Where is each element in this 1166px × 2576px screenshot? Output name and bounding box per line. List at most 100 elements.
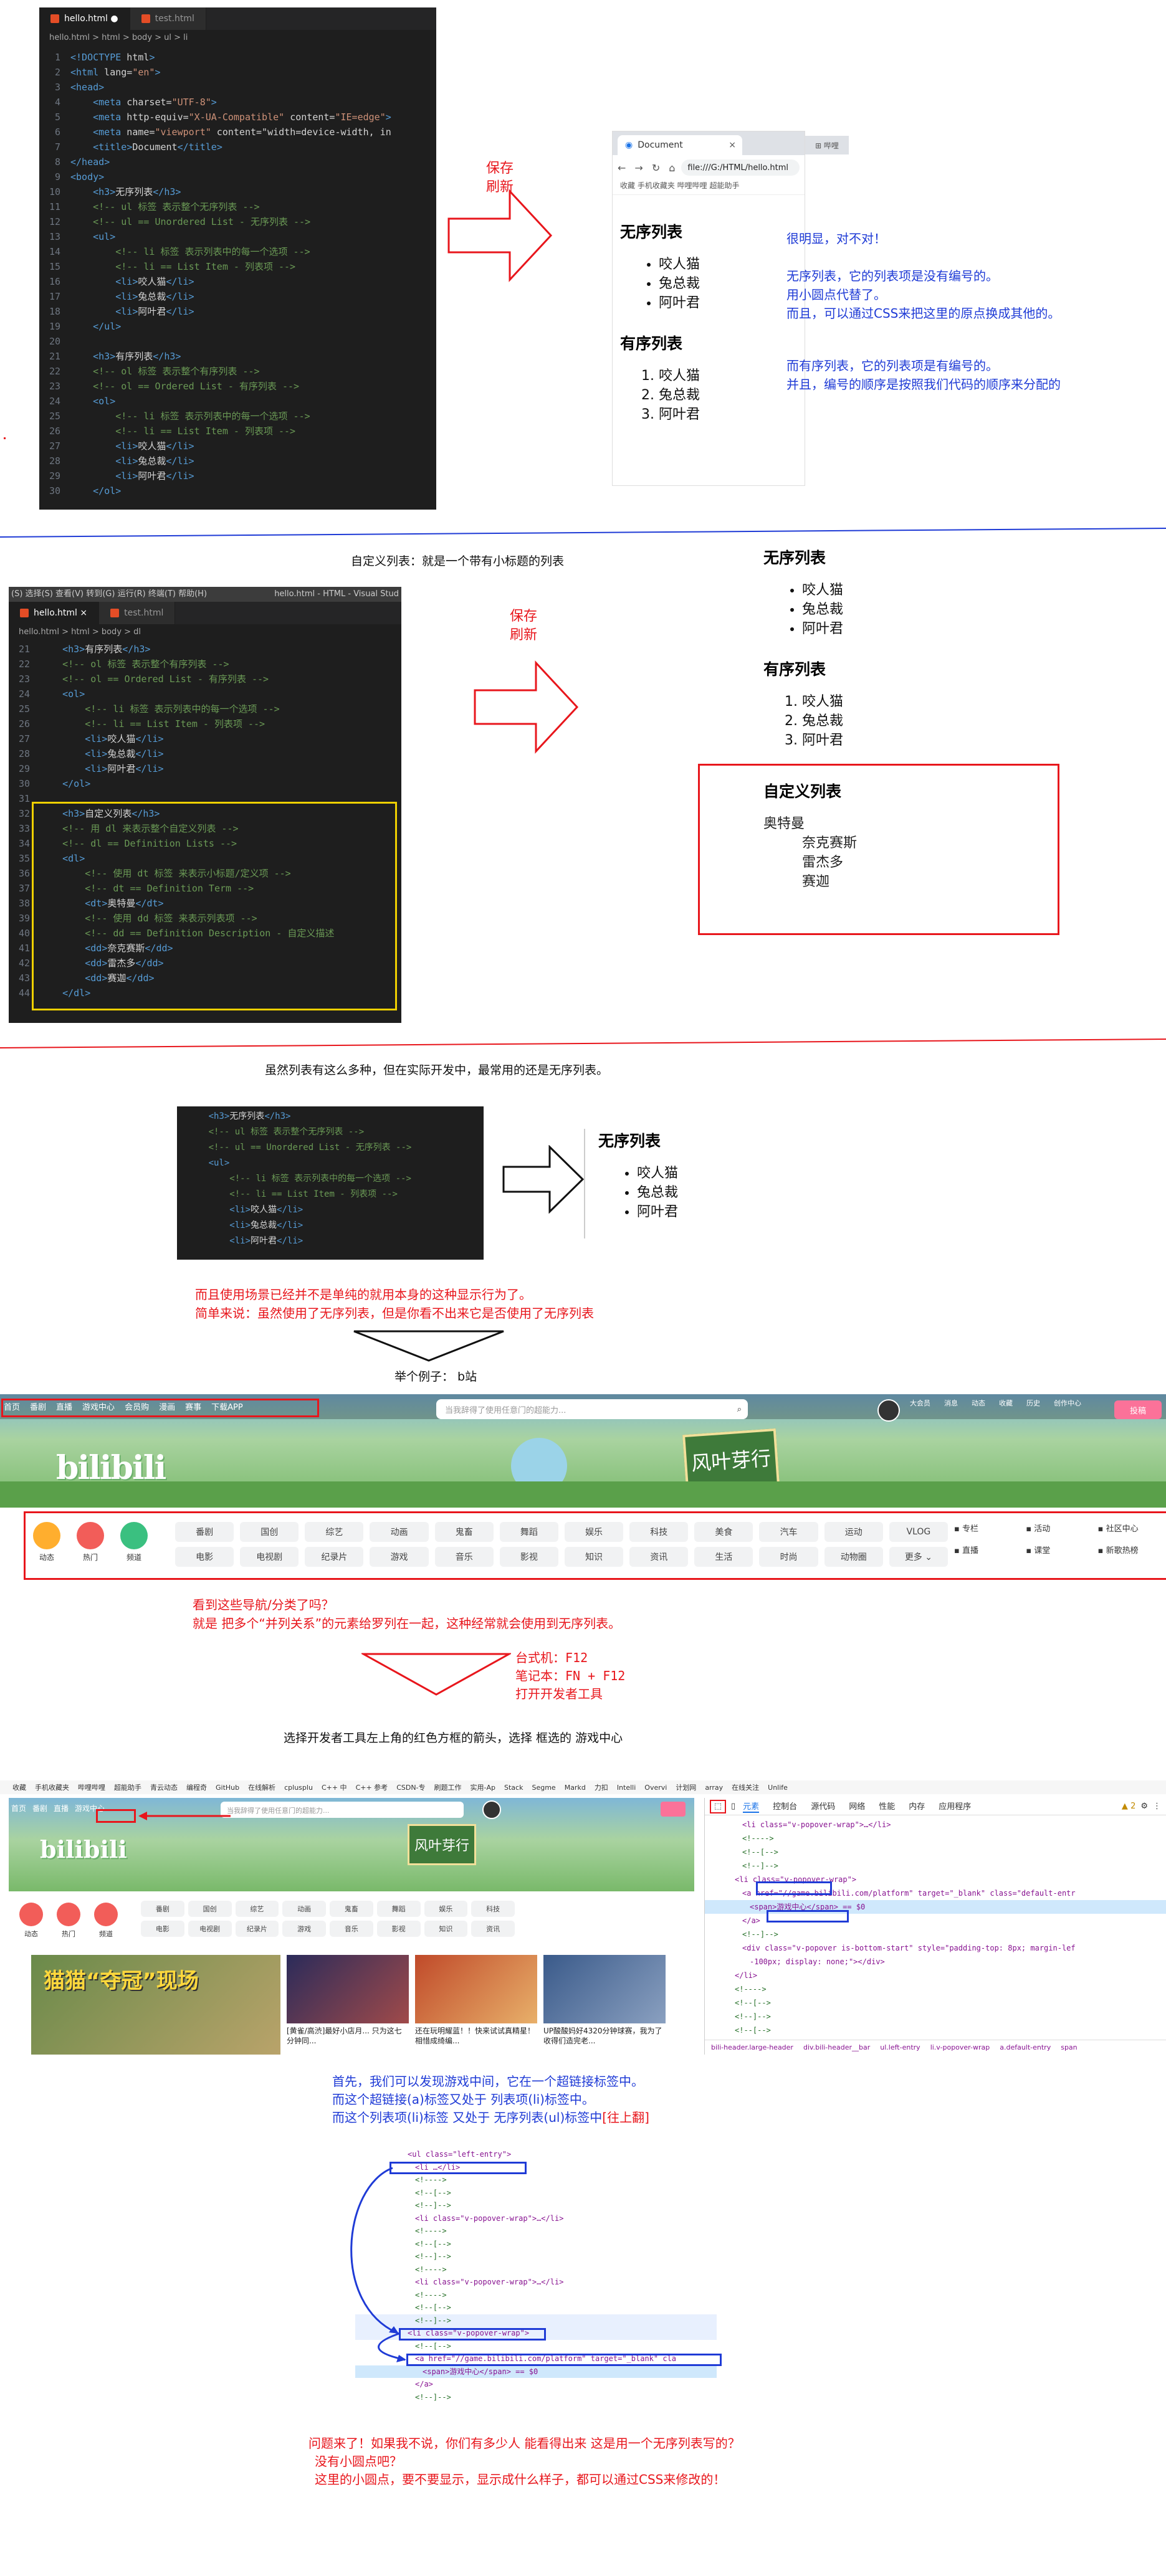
code-line[interactable]: 15 <!-- li == List Item - 列表项 --> — [39, 259, 436, 274]
code-line[interactable]: 24 <ol> — [39, 394, 436, 409]
code-line[interactable]: 26 <!-- li == List Item - 列表项 --> — [9, 716, 401, 731]
bookmark-item[interactable]: CSDN-专 — [396, 1784, 426, 1792]
back-icon[interactable]: ← — [618, 161, 626, 174]
channel-link[interactable]: ▪ 专栏 — [954, 1524, 978, 1534]
code-line[interactable]: 33 <!-- 用 dl 来表示整个自定义列表 --> — [9, 821, 401, 836]
code-line[interactable]: 32 <h3>自定义列表</h3> — [9, 806, 401, 821]
dom-node[interactable]: <ul class="left-entry"> — [408, 2150, 512, 2159]
channel-item[interactable]: 知识 — [424, 1921, 468, 1937]
dom-node[interactable]: <!--]--> — [415, 2392, 451, 2402]
bookmark-item[interactable]: 刷题工作 — [434, 1784, 462, 1792]
code-line[interactable]: 31 — [9, 791, 401, 806]
code-line[interactable]: <!-- li == List Item - 列表项 --> — [177, 1187, 484, 1202]
more-icon[interactable]: ⋮ — [1153, 1802, 1161, 1811]
channel-right[interactable]: ▪ 专栏▪ 活动▪ 社区中心▪ 直播▪ 课堂▪ 新歌热榜 — [954, 1522, 1166, 1556]
breadcrumb[interactable]: hello.html > html > body > ul > li — [39, 30, 436, 46]
tab-test-html[interactable]: test.html — [130, 7, 206, 30]
channel-item[interactable]: 运动 — [824, 1522, 883, 1542]
breadcrumb[interactable]: hello.html > html > body > dl — [9, 624, 401, 640]
code-line[interactable]: 23 <!-- ol == Ordered List - 有序列表 --> — [9, 672, 401, 687]
close-icon[interactable]: × — [729, 140, 736, 150]
inspect-icon[interactable]: ⬚ — [710, 1799, 726, 1813]
dom-node[interactable]: -100px; display: none;"></div> — [750, 1957, 885, 1966]
channel-item[interactable]: 纪录片 — [235, 1921, 279, 1937]
channel-entry[interactable]: 动态 — [32, 1522, 62, 1562]
bookmark-item[interactable]: Overvi — [644, 1783, 667, 1792]
code-line[interactable]: 30 </ol> — [39, 483, 436, 498]
dom-node[interactable]: </li> — [735, 1971, 758, 1980]
code-line[interactable]: 26 <!-- li == List Item - 列表项 --> — [39, 424, 436, 439]
code-line[interactable]: 9<body> — [39, 169, 436, 184]
bookmark-item[interactable]: C++ 中 — [321, 1784, 347, 1792]
channel-item[interactable]: 电视剧 — [240, 1547, 299, 1567]
code-line[interactable]: <li>兔总裁</li> — [177, 1218, 484, 1233]
devtools-tab[interactable]: 源代码 — [811, 1802, 836, 1812]
dom-node[interactable]: <li class="v-popover-wrap">…</li> — [415, 2213, 564, 2223]
dom-node[interactable]: <!----> — [415, 2227, 447, 2235]
channel-left[interactable]: 动态热门频道 — [17, 1903, 120, 1939]
code-line[interactable]: 12 <!-- ul == Unordered List - 无序列表 --> — [39, 214, 436, 229]
channel-item[interactable]: 游戏 — [282, 1921, 326, 1937]
channel-item[interactable]: 动画 — [282, 1901, 326, 1917]
code-line[interactable]: <ul> — [177, 1156, 484, 1171]
code-line[interactable]: 44 </dl> — [9, 986, 401, 1000]
header-icon[interactable]: 消息 — [944, 1399, 958, 1407]
code-line[interactable]: 36 <!-- 使用 dt 标签 来表示小标题/定义项 --> — [9, 866, 401, 881]
header-icon[interactable]: 动态 — [972, 1399, 985, 1407]
devtools-tab[interactable]: 网络 — [849, 1802, 866, 1812]
search-input[interactable]: 当我辞得了使用任意门的超能力... ⌕ — [436, 1399, 748, 1419]
code-line[interactable]: 38 <dt>奥特曼</dt> — [9, 896, 401, 911]
channel-left[interactable]: 动态热门频道 — [32, 1522, 149, 1562]
code-line[interactable]: 37 <!-- dt == Definition Term --> — [9, 881, 401, 896]
dom-node[interactable]: <!----> — [742, 1834, 774, 1843]
dom-tree[interactable]: <li class="v-popover-wrap">…</li><!---->… — [705, 1815, 1166, 2037]
channel-item[interactable]: 音乐 — [434, 1547, 494, 1567]
code-line[interactable]: 11 <!-- ul 标签 表示整个无序列表 --> — [39, 199, 436, 214]
dom-node[interactable]: <!--]--> — [355, 2314, 717, 2327]
devtools-tab[interactable]: 性能 — [879, 1802, 896, 1812]
code-line[interactable]: 35 <dl> — [9, 851, 401, 866]
warning-badge[interactable]: ▲ 2 — [1121, 1802, 1136, 1811]
bookmark-item[interactable]: 在线关注 — [732, 1784, 760, 1792]
breadcrumb-item[interactable]: li.v-popover-wrap — [930, 2043, 990, 2051]
dom-node[interactable]: <a href="//game.bilibili.com/platform" t… — [415, 2354, 677, 2363]
dom-node[interactable]: <!--[--> — [735, 2026, 771, 2035]
code-line[interactable]: 3<head> — [39, 80, 436, 95]
channel-item[interactable]: 综艺 — [235, 1901, 279, 1917]
bili-small-nav[interactable]: 首页番剧直播游戏中心 — [11, 1803, 105, 1813]
breadcrumb-item[interactable]: bili-header.large-header — [711, 2043, 793, 2051]
code-line[interactable]: 7 <title>Document</title> — [39, 140, 436, 154]
forward-icon[interactable]: → — [634, 161, 643, 174]
video-card[interactable]: 还在玩明耀蓝！！快来试试真精星！相惜成绮编... — [415, 1955, 537, 2055]
address-bar[interactable]: file:///G:/HTML/hello.html — [681, 159, 800, 176]
bookmark-item[interactable]: Intelli — [616, 1783, 636, 1792]
header-icon[interactable]: 历史 — [1026, 1399, 1040, 1407]
search-input[interactable]: 当我辞得了使用任意门的超能力... — [221, 1802, 464, 1818]
dom-node[interactable]: <!--[--> — [415, 2188, 451, 2197]
devtools-tab[interactable]: 元素 — [743, 1800, 760, 1813]
code-line[interactable]: 29 <li>阿叶君</li> — [9, 761, 401, 776]
code-line[interactable]: 6 <meta name="viewport" content="width=d… — [39, 125, 436, 140]
channel-item[interactable]: 娱乐 — [424, 1901, 468, 1917]
bookmark-item[interactable]: 收藏 — [12, 1784, 26, 1792]
dom-node[interactable]: <!--]--> — [742, 1930, 778, 1939]
video-card[interactable]: [黄雀/高渋]最好小店月... 只为这七分钟同... — [287, 1955, 409, 2055]
dom-node[interactable]: <!--[--> — [415, 2303, 451, 2312]
dom-node[interactable]: <!----> — [735, 1985, 767, 1994]
device-icon[interactable]: ▯ — [731, 1802, 736, 1811]
tab-hello-html[interactable]: hello.html ● — [39, 7, 130, 30]
bookmark-item[interactable]: 力扣 — [594, 1784, 608, 1792]
dom-node[interactable]: <!----> — [415, 2290, 447, 2299]
channel-item[interactable]: 动物圈 — [824, 1547, 883, 1567]
dom-node[interactable]: <!--[--> — [415, 2341, 451, 2350]
channel-item[interactable]: 娱乐 — [564, 1522, 624, 1542]
code-line[interactable]: 13 <ul> — [39, 229, 436, 244]
bookmark-item[interactable]: Segme — [532, 1783, 556, 1792]
code-line[interactable]: 28 <li>兔总裁</li> — [9, 746, 401, 761]
channel-item[interactable]: 国创 — [188, 1901, 232, 1917]
code-line[interactable]: 27 <li>咬人猫</li> — [9, 731, 401, 746]
channel-item[interactable]: 生活 — [694, 1547, 753, 1567]
channel-item[interactable]: 时尚 — [759, 1547, 818, 1567]
nav-item[interactable]: 游戏中心 — [82, 1403, 115, 1412]
